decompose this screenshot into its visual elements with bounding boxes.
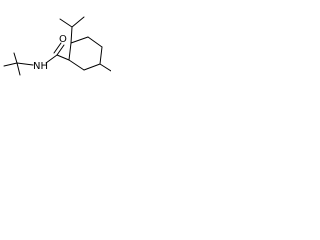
bond-carbonyl-ring (56, 54, 70, 61)
bond-tbutyl-nitrogen (16, 62, 34, 66)
nitrogen-label: NH (33, 61, 48, 72)
bond-ring-c4-c5 (99, 46, 103, 65)
bond-ring-c5-c6 (83, 63, 101, 71)
bond-ring-isopropyl (70, 26, 73, 44)
bond-isopropyl-methyl-left (59, 18, 73, 28)
bond-ring-c1-c2 (68, 42, 72, 61)
bond-tbutyl-methyl-left (3, 62, 18, 67)
bond-isopropyl-methyl-right (71, 16, 85, 28)
bond-ring-c6-c1 (68, 59, 85, 71)
bond-ring-methyl (99, 63, 111, 72)
bond-carbonyl-oxygen-a (56, 44, 65, 56)
oxygen-label: O (59, 34, 67, 45)
bond-ring-c2-c3 (70, 36, 89, 44)
bond-nitrogen-carbonyl (45, 54, 58, 64)
bond-ring-c3-c4 (87, 36, 103, 48)
molecule-structure: NH O (3, 16, 111, 76)
bond-carbonyl-oxygen-b (53, 42, 62, 54)
bond-tbutyl-methyl-bottom (16, 62, 21, 76)
bond-tbutyl-methyl-top (13, 52, 18, 64)
